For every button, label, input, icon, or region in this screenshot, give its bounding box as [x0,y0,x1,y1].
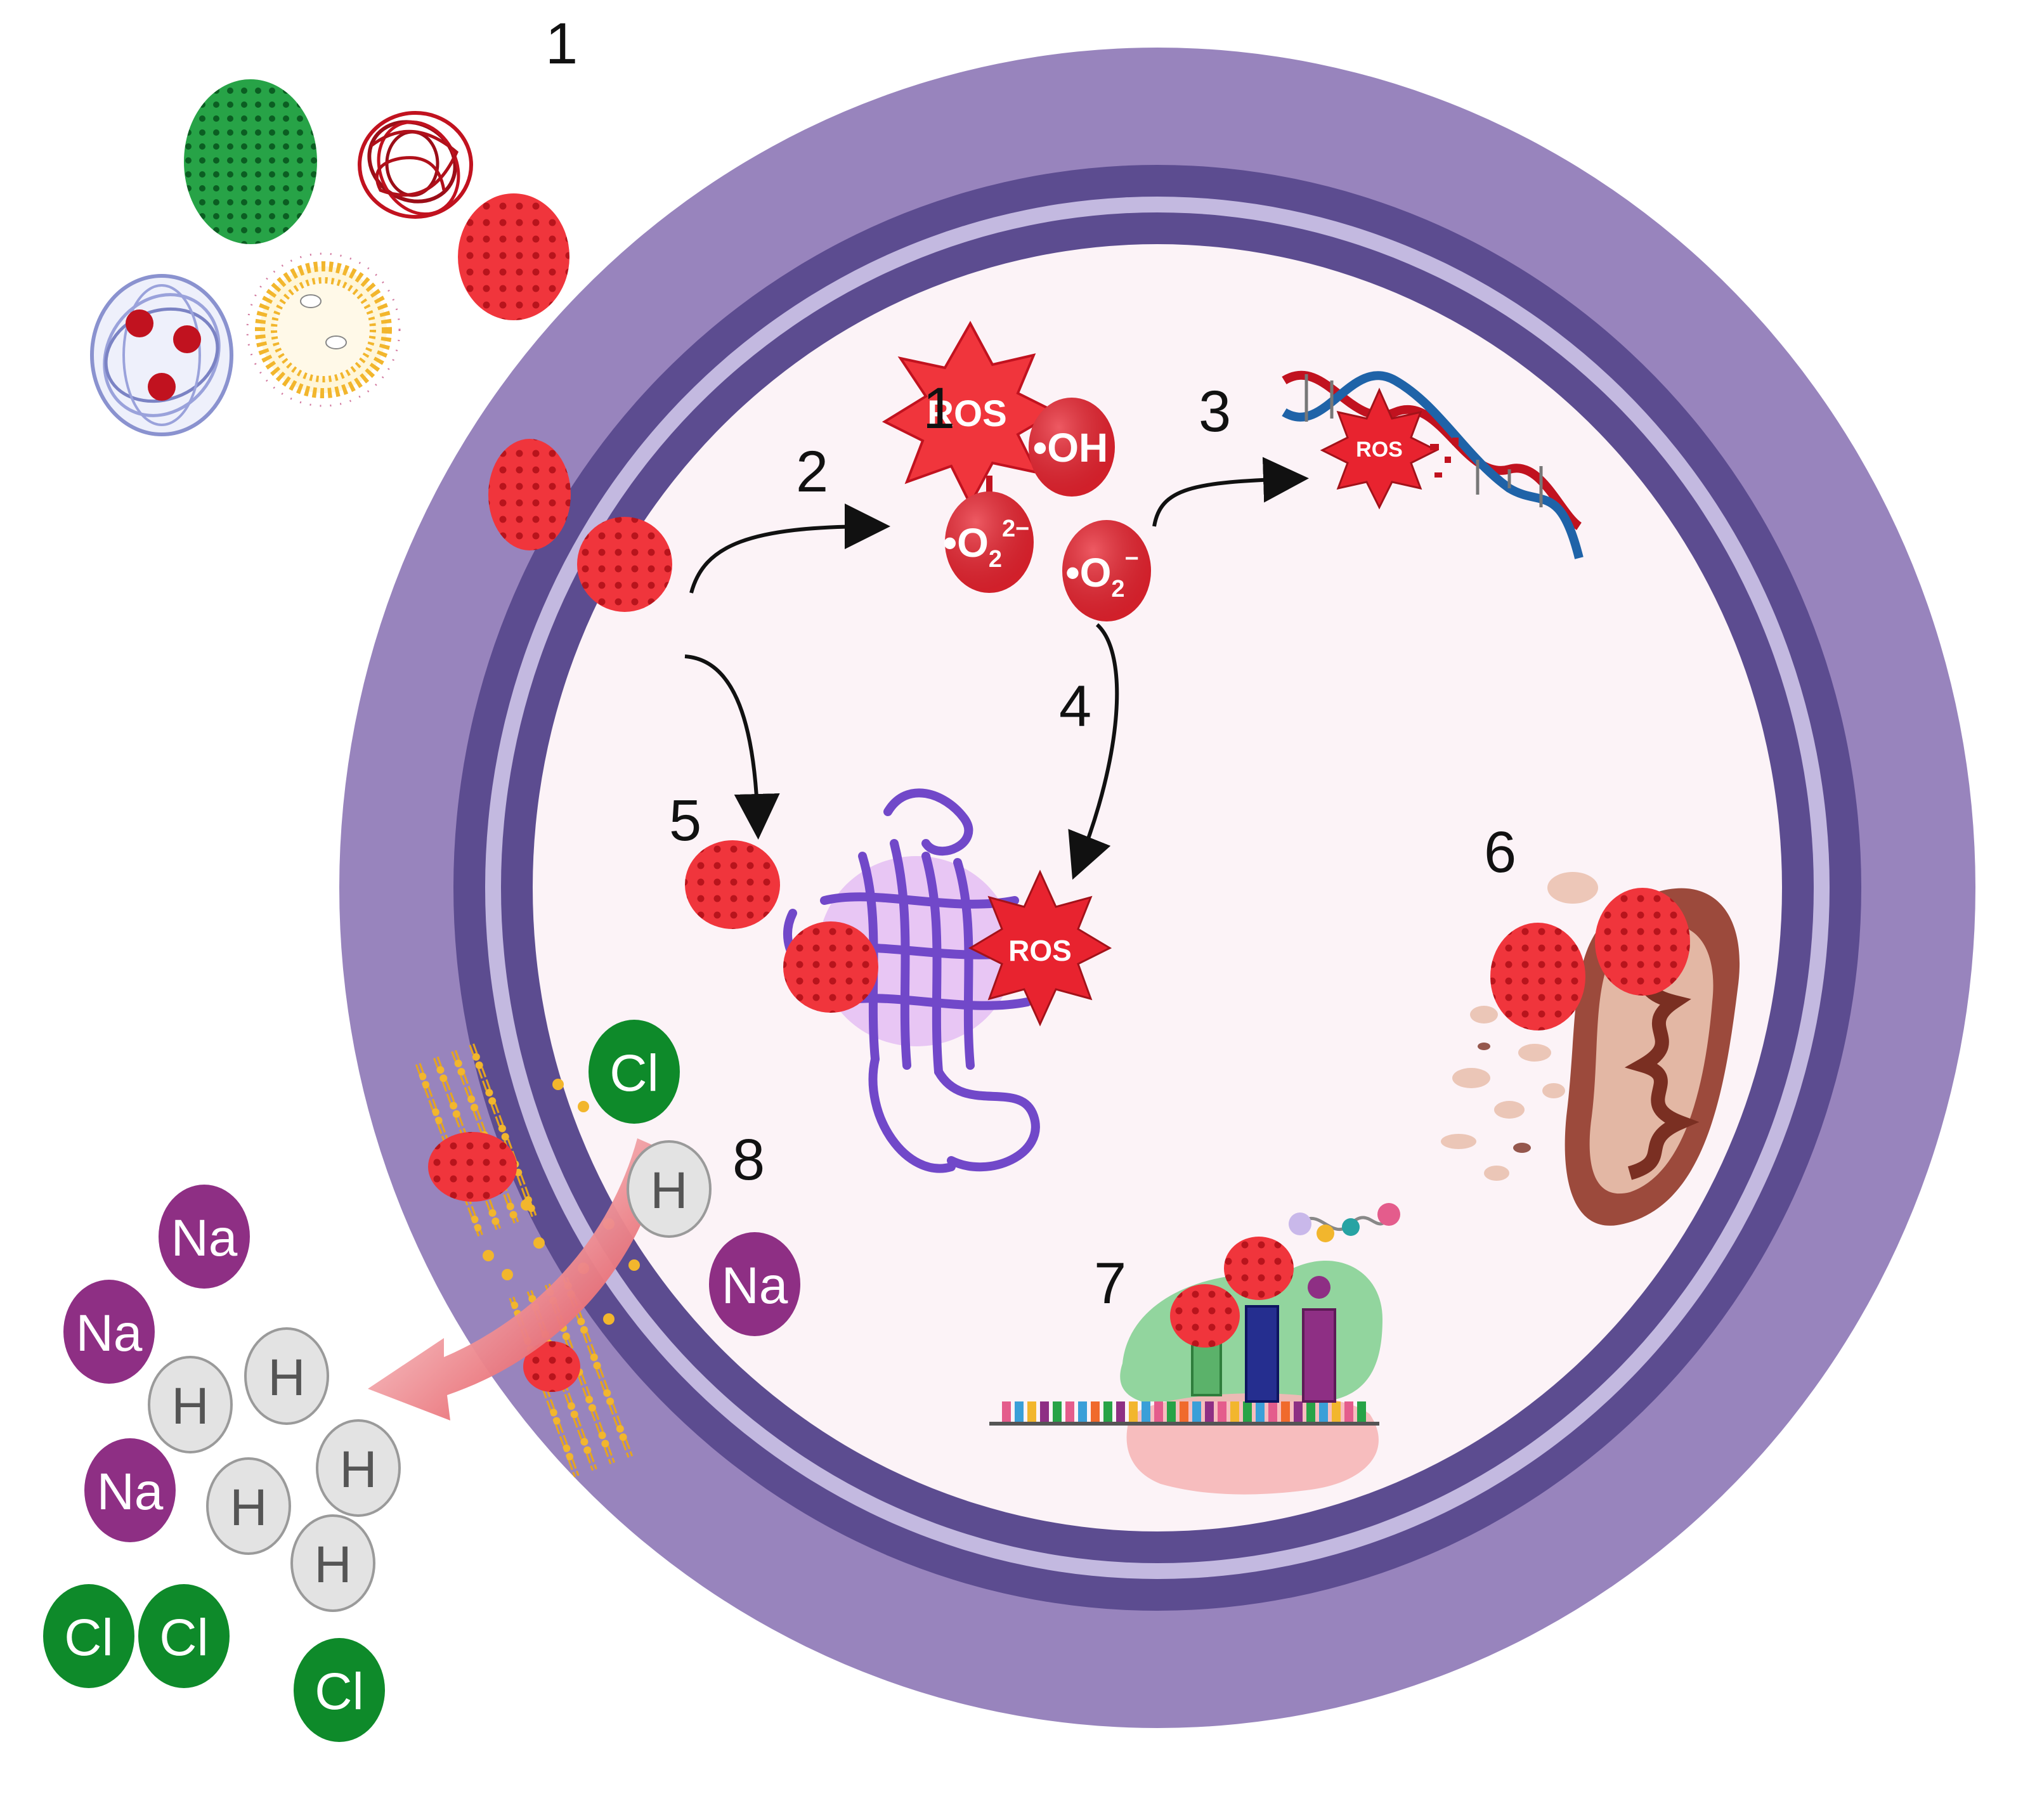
arrow-to-protein-ros [1068,623,1119,880]
step-label-2: 2 [796,439,828,504]
step-label-1: 1 [545,11,578,76]
svg-text:Cl: Cl [315,1663,363,1720]
dna-damage-group: ROS [1282,371,1584,559]
mitochondria-group [1441,872,1740,1226]
green-porous-nanoparticle [184,79,317,244]
ion-cl-inner: Cl [589,1020,680,1124]
superoxide-radical-label: •O2− [1065,545,1139,602]
protein-group: ROS [685,788,1112,1173]
nanoparticle-mitochondria-2 [1595,888,1690,996]
nanoparticle-membrane-1 [428,1132,517,1202]
svg-text:H: H [268,1349,305,1407]
nanoparticle-ribosome-1 [1170,1284,1240,1348]
extracellular-ions: Na Na Na H H H [43,1185,401,1742]
svg-text:H: H [230,1479,267,1537]
trna-molecules [1191,1276,1336,1403]
ros-generation-group: ROS 1 •OH •O22− •O2− [881,320,1151,621]
step-label-4: 4 [1059,674,1091,739]
ion-cl-out-3: Cl [294,1638,385,1742]
svg-text:Cl: Cl [159,1609,208,1667]
ion-h-out-1: H [148,1356,233,1453]
arrow-to-ros [689,504,890,594]
ion-h-out-5: H [290,1514,375,1612]
svg-text:H: H [650,1162,687,1219]
ros-burst-protein [968,869,1112,1027]
step-label-7: 7 [1094,1251,1126,1316]
ion-h-out-4: H [206,1457,291,1555]
nanoparticle-membrane-2 [523,1341,580,1392]
svg-text:Na: Na [76,1304,143,1362]
ros-label-main: ROS [927,393,1007,434]
nanoparticle-types-group: 1 [90,11,578,436]
arrow-to-protein [684,654,780,840]
red-nanoparticle-top [458,193,569,320]
ros-label-dna: ROS [1356,438,1403,462]
svg-text:H: H [171,1377,209,1435]
ros-label-protein: ROS [1008,934,1072,967]
nanoparticle-mitochondria-1 [1490,923,1585,1030]
ion-h-out-2: H [244,1327,329,1425]
membrane-disruption-group: Cl H Na Na Na Na H [43,1020,800,1742]
ion-leakage-arrow [368,1138,666,1420]
ion-h-out-3: H [316,1419,401,1517]
nanoparticle-ribosome-2 [1224,1237,1294,1300]
ion-cl-out-1: Cl [43,1584,134,1688]
ion-na-out-1: Na [159,1185,250,1289]
svg-text:Na: Na [171,1209,238,1267]
nanoparticle-protein-1 [685,840,780,929]
step-label-3: 3 [1199,379,1231,444]
mitochondria-fragments [1441,872,1598,1181]
cytoplasm [533,244,1782,1531]
arrow-to-dna [1152,457,1309,527]
peroxide-radical-label: •O22− [943,516,1030,573]
svg-text:Na: Na [722,1257,788,1315]
polymer-nanoparticle-blue [90,274,233,436]
svg-text:Na: Na [97,1463,164,1521]
liposome-nanoparticle [246,252,401,407]
polymer-nanoparticle-red [358,111,473,219]
ion-cl-out-2: Cl [138,1584,230,1688]
mrna-bases [1002,1401,1366,1422]
dna-strand-blue [1282,371,1584,559]
hydroxyl-radical-label: •OH [1033,425,1108,471]
step-label-1-ros: 1 [923,376,955,441]
step-label-5: 5 [669,788,701,853]
ion-h-inner: H [627,1140,712,1238]
svg-text:H: H [314,1536,351,1594]
svg-text:Cl: Cl [64,1609,113,1667]
ion-na-out-3: Na [84,1438,176,1542]
svg-text:H: H [339,1441,377,1498]
ribosome-group [989,1203,1400,1495]
ribosome-small-subunit [1126,1393,1379,1495]
step-label-6: 6 [1484,820,1516,885]
nanoparticle-entry-1 [488,439,571,550]
nanoparticle-protein-2 [783,921,878,1013]
polypeptide-chain [1289,1203,1400,1242]
svg-text:Cl: Cl [609,1044,658,1102]
pathway-arrows [684,457,1309,880]
ion-na-out-2: Na [63,1280,155,1384]
nanoparticle-entry-2 [577,517,672,612]
ros-burst-dna [1320,387,1439,510]
ion-na-inner: Na [709,1232,800,1336]
step-label-8: 8 [732,1128,765,1192]
